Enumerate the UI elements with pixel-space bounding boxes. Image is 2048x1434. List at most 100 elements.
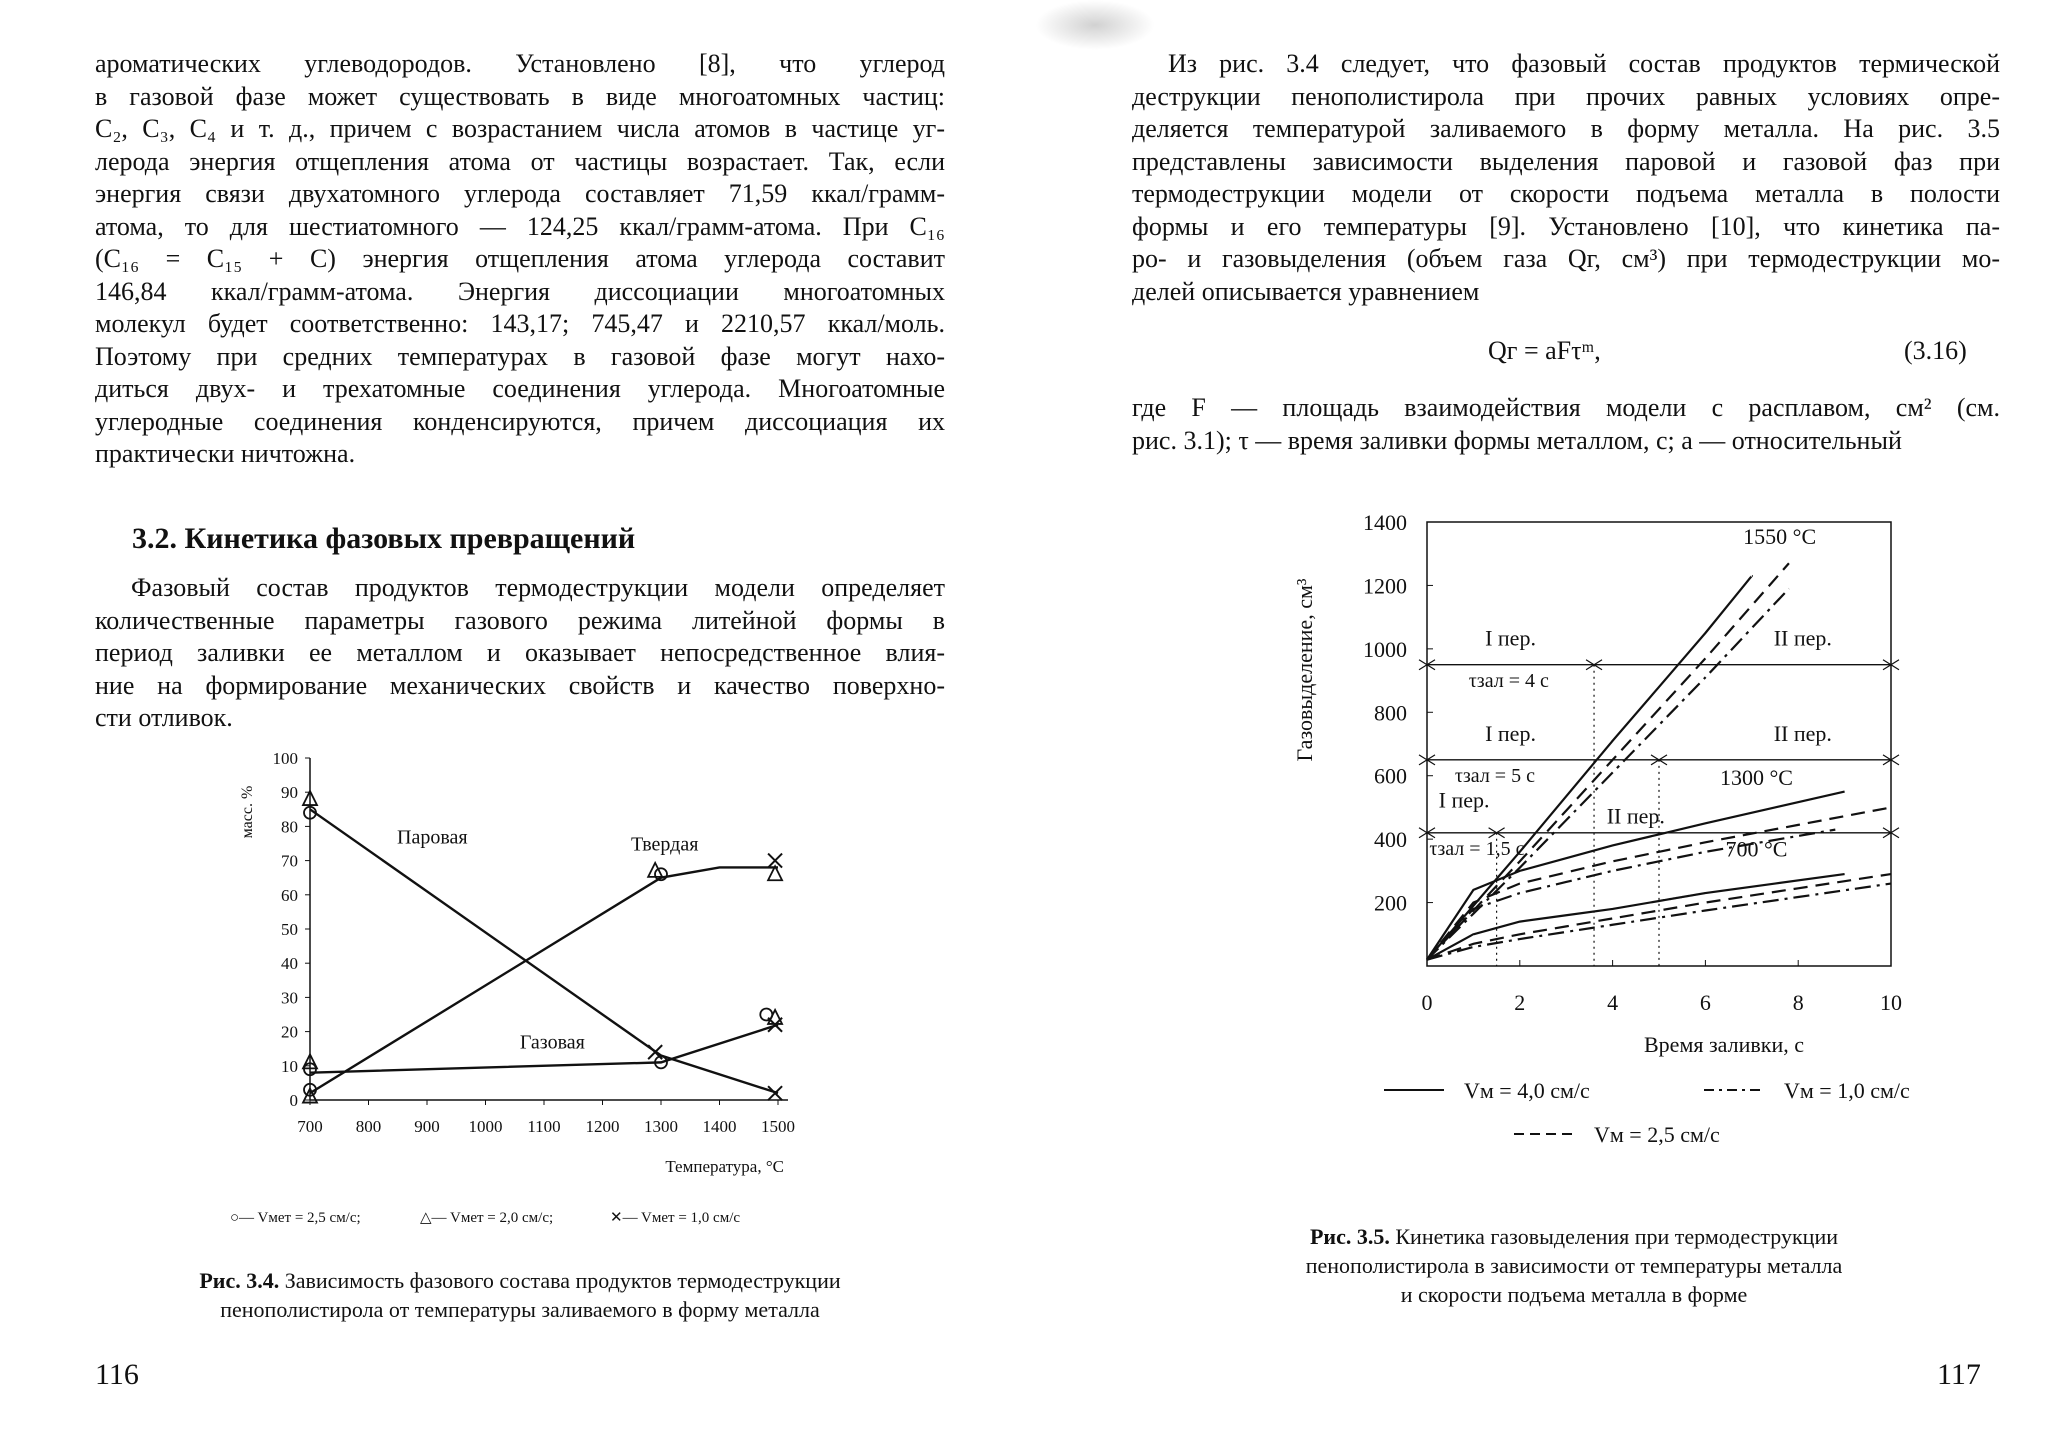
plot-frame — [1426, 521, 1892, 967]
tau-label: τзал = 5 с — [1455, 765, 1535, 787]
y-tick-label: 60 — [281, 886, 298, 905]
page-number-right: 117 — [1937, 1358, 1981, 1391]
y-tick-label: 20 — [281, 1023, 298, 1042]
series-line-1 — [1426, 562, 1790, 961]
x-tick-label: 8 — [1793, 990, 1804, 1015]
x-tick-label: 1000 — [469, 1117, 503, 1136]
y-tick-label: 90 — [281, 783, 298, 802]
y-tick-label: 400 — [1374, 827, 1407, 852]
marker-triangle — [301, 1052, 319, 1070]
text-line: период заливки ее металлом и оказывает н… — [95, 638, 945, 667]
text-line: углеродные соединения конденсируются, пр… — [95, 406, 945, 436]
x-tick-label: 4 — [1607, 990, 1618, 1015]
arrow-head — [1418, 754, 1436, 766]
arrow-head — [1585, 659, 1603, 671]
formula-3-16: Qг = aFτᵐ, — [1488, 336, 1601, 365]
text-line: молекул будет соответственно: 143,17; 74… — [95, 309, 945, 338]
left-paragraph-2: Фазовый состав продуктов термодеструкции… — [95, 572, 945, 735]
legend-text: Vм = 4,0 см/с — [1464, 1078, 1590, 1103]
text-line: делей описывается уравнением — [1132, 276, 1480, 306]
text-line: (C₁₆ = C₁₅ + C) энергия отщепления атома… — [95, 244, 945, 273]
x-tick-label: 1400 — [703, 1117, 737, 1136]
period-label-left: I пер. — [1485, 626, 1536, 651]
marker-cross — [767, 1085, 783, 1101]
period-label-left: I пер. — [1439, 787, 1490, 812]
right-paragraph-2: где F — площадь взаимодействия модели с … — [1132, 392, 2000, 457]
period-label-left: I пер. — [1485, 721, 1536, 746]
y-tick-label: 600 — [1374, 764, 1407, 789]
y-tick-label: 0 — [290, 1091, 299, 1110]
figure-3-4-caption-line2: пенополистирола от температуры заливаемо… — [220, 1297, 820, 1322]
text-line: Фазовый состав продуктов термодеструкции… — [131, 573, 945, 602]
legend-text: Vм = 2,5 см/с — [1594, 1122, 1720, 1147]
arrow-head — [1650, 754, 1668, 766]
marker-circle — [654, 1055, 668, 1070]
arrow-head — [1418, 827, 1436, 839]
text-line: деструкции пенополистирола при прочих ра… — [1132, 81, 2000, 111]
arrow-head — [1882, 754, 1900, 766]
right-page: Из рис. 3.4 следует, что фазовый состав … — [1024, 0, 2048, 1434]
formula-number: (3.16) — [1904, 336, 1967, 365]
arrow-head — [1418, 659, 1436, 671]
legend-text: Vм = 1,0 см/с — [1784, 1078, 1910, 1103]
x-tick-label: 0 — [1422, 990, 1433, 1015]
text-line: энергия связи двухатомного углерода сост… — [95, 179, 945, 208]
x-tick-label: 2 — [1514, 990, 1525, 1015]
y-tick-label: 100 — [273, 752, 299, 768]
period-label-right: II пер. — [1774, 626, 1832, 651]
figure-3-5-caption-label: Рис. 3.5. — [1309, 1224, 1390, 1249]
series-line-1 — [309, 866, 778, 1095]
x-tick-label: 10 — [1880, 990, 1902, 1015]
text-line: количественные параметры газового режима… — [95, 605, 945, 635]
y-tick-label: 50 — [281, 920, 298, 939]
text-line: формы и его температуры [9]. Установлено… — [1132, 211, 2000, 241]
figure-3-5-caption-line2: пенополистирола в зависимости от темпера… — [1305, 1253, 1843, 1278]
marker-circle — [654, 867, 668, 882]
marker-triangle — [646, 860, 664, 878]
x-tick-label: 1500 — [761, 1117, 795, 1136]
period-label-right: II пер. — [1607, 803, 1665, 828]
marker-circle — [303, 1082, 317, 1097]
marker-circle — [303, 805, 317, 820]
y-tick-label: 1000 — [1363, 637, 1407, 662]
y-tick-label: 80 — [281, 817, 298, 836]
figure-3-4-caption-line1: Зависимость фазового состава продуктов т… — [284, 1268, 841, 1293]
temperature-label: 1300 °С — [1720, 765, 1793, 790]
marker-triangle — [301, 1086, 319, 1104]
text-line: диться двух- и трехатомные соединения уг… — [95, 374, 945, 403]
page-number-left: 116 — [95, 1358, 139, 1391]
y-tick-label: 800 — [1374, 700, 1407, 725]
y-tick-label: 70 — [281, 852, 298, 871]
text-line: Поэтому при средних температурах в газов… — [95, 341, 945, 371]
text-line: в газовой фазе может существовать в виде… — [95, 81, 945, 111]
text-line: сти отливок. — [95, 703, 233, 732]
text-line: ро- и газовыделения (объем газа Qг, см³)… — [1132, 244, 2000, 273]
book-spine-shadow — [1035, 0, 1155, 50]
y-axis-label: масс. % — [239, 786, 256, 839]
tau-label: τзал = 4 с — [1469, 670, 1549, 692]
figure-3-4-caption: Рис. 3.4. Зависимость фазового состава п… — [120, 1266, 920, 1324]
figure-3-5-caption-line1: Кинетика газовыделения при термодеструкц… — [1395, 1224, 1839, 1249]
x-tick-label: 800 — [356, 1117, 382, 1136]
curve-label: Газовая — [520, 1032, 585, 1054]
temperature-label: 700 °С — [1725, 837, 1787, 862]
series-line-7 — [1426, 872, 1892, 961]
x-axis-label: Время заливки, с — [1644, 1032, 1804, 1057]
x-tick-label: 6 — [1700, 990, 1711, 1015]
y-tick-label: 10 — [281, 1057, 298, 1076]
text-line: термодеструкции модели от скорости подъе… — [1132, 179, 2000, 208]
curve-label: Твердая — [631, 833, 698, 855]
marker-cross — [767, 852, 783, 869]
section-heading: 3.2. Кинетика фазовых превращений — [132, 522, 636, 555]
x-tick-label: 1100 — [527, 1117, 560, 1136]
arrow-head — [1882, 827, 1900, 839]
text-line: деляется температурой заливаемого в форм… — [1132, 114, 2000, 143]
text-line: ние на формирование механических свойств… — [95, 670, 945, 700]
text-line: C₂, C₃, C₄ и т. д., причем с возрастание… — [95, 114, 945, 143]
marker-triangle — [301, 789, 319, 806]
y-tick-label: 1200 — [1363, 573, 1407, 598]
text-line: где F — площадь взаимодействия модели с … — [1132, 393, 2000, 422]
figure-3-4-caption-label: Рис. 3.4. — [199, 1268, 280, 1293]
series-line-8 — [1426, 882, 1892, 961]
